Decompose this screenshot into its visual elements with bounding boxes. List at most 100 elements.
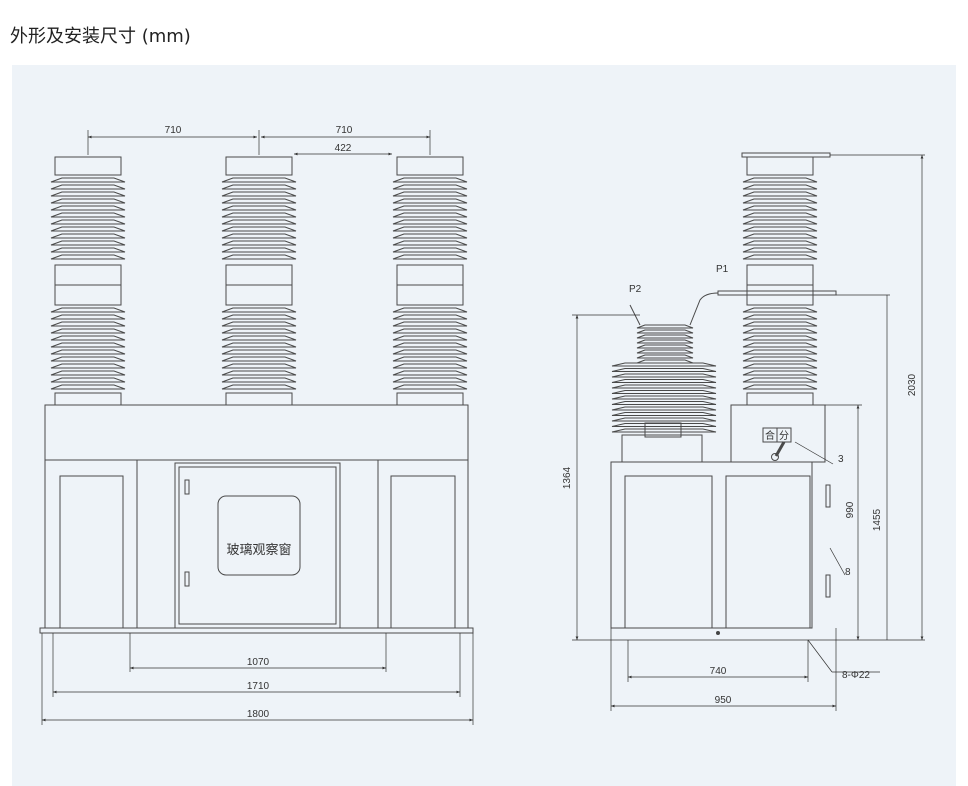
- insulator-shed: [742, 247, 818, 253]
- label-p2: P2: [629, 284, 642, 295]
- ct-shed: [636, 339, 694, 344]
- ct-shed: [636, 344, 694, 349]
- ct-shed: [636, 354, 694, 359]
- label-p1: P1: [716, 264, 729, 275]
- dim-710-right: 710: [336, 125, 353, 136]
- insulator-shed: [392, 349, 468, 355]
- insulator-shed: [50, 240, 126, 246]
- open-label: 分: [779, 430, 789, 442]
- insulator-shed: [392, 384, 468, 390]
- insulator-columns: [50, 156, 818, 406]
- insulator-shed: [742, 307, 818, 313]
- insulator-shed: [221, 198, 297, 204]
- callout-8: 8: [845, 567, 851, 578]
- insulator-shed: [392, 219, 468, 225]
- insulator-shed: [221, 205, 297, 211]
- dim-740: 740: [710, 666, 727, 677]
- close-label: 合: [765, 429, 775, 442]
- insulator-shed: [742, 240, 818, 246]
- ct-shed: [611, 423, 717, 427]
- callout-3: 3: [838, 454, 844, 465]
- insulator-shed: [742, 328, 818, 334]
- insulator-shed: [392, 212, 468, 218]
- insulator-shed: [742, 184, 818, 190]
- insulator-shed: [50, 321, 126, 327]
- insulator-shed: [392, 191, 468, 197]
- callout-holes: 8-Φ22: [842, 670, 870, 681]
- dim-1800: 1800: [247, 709, 270, 720]
- insulator-shed: [221, 184, 297, 190]
- window-label: 玻璃观察窗: [226, 542, 291, 558]
- front-dimensions: 710 710 422 1070 1710 1800: [41, 125, 474, 725]
- insulator-shed: [50, 384, 126, 390]
- insulator-shed: [221, 233, 297, 239]
- insulator-shed: [742, 342, 818, 348]
- insulator-shed: [742, 205, 818, 211]
- insulator-shed: [221, 349, 297, 355]
- ct-shed: [611, 373, 717, 378]
- insulator-shed: [742, 335, 818, 341]
- insulator-shed: [50, 307, 126, 313]
- insulator-shed: [742, 370, 818, 376]
- insulator-shed: [221, 314, 297, 320]
- ct-shed: [636, 324, 694, 329]
- insulator-shed: [392, 205, 468, 211]
- insulator-shed: [221, 342, 297, 348]
- insulator-shed: [50, 356, 126, 362]
- cabinet: [44, 459, 469, 629]
- insulator-shed: [392, 307, 468, 313]
- insulator-shed: [392, 342, 468, 348]
- insulator-shed: [742, 219, 818, 225]
- ct-shed: [611, 379, 717, 383]
- current-transformer: [611, 324, 717, 433]
- bottom-flange: [746, 392, 814, 406]
- insulator-shed: [742, 254, 818, 260]
- insulator-shed: [742, 377, 818, 383]
- insulator-shed: [392, 240, 468, 246]
- insulator-shed: [392, 363, 468, 369]
- insulator-shed: [221, 240, 297, 246]
- top-flange: [54, 156, 122, 176]
- insulator-shed: [221, 177, 297, 183]
- top-flange: [396, 156, 464, 176]
- insulator-shed: [392, 377, 468, 383]
- dim-2030: 2030: [907, 373, 918, 396]
- insulator-shed: [221, 254, 297, 260]
- ct-base: [621, 434, 703, 463]
- ct-shed: [611, 417, 717, 422]
- ct-shed: [611, 384, 717, 389]
- dim-1710: 1710: [247, 681, 270, 692]
- base-frame: [39, 627, 474, 634]
- insulator-shed: [221, 212, 297, 218]
- insulator-shed: [392, 356, 468, 362]
- insulator-shed: [221, 226, 297, 232]
- insulator-shed: [221, 384, 297, 390]
- insulator-shed: [392, 314, 468, 320]
- ct-shed: [636, 329, 694, 334]
- insulator-shed: [392, 321, 468, 327]
- insulator-shed: [221, 219, 297, 225]
- dim-422: 422: [335, 143, 352, 154]
- ct-shed: [636, 349, 694, 354]
- insulator-shed: [392, 233, 468, 239]
- dim-1364: 1364: [562, 466, 573, 489]
- insulator-shed: [742, 198, 818, 204]
- insulator-shed: [50, 349, 126, 355]
- insulator-shed: [50, 363, 126, 369]
- insulator-shed: [392, 328, 468, 334]
- operating-handle-icon[interactable]: [771, 453, 779, 461]
- bottom-flange: [54, 392, 122, 406]
- insulator-shed: [742, 349, 818, 355]
- insulator-shed: [221, 321, 297, 327]
- insulator-shed: [50, 247, 126, 253]
- insulator-shed: [392, 370, 468, 376]
- insulator-shed: [742, 356, 818, 362]
- dim-1070: 1070: [247, 657, 270, 668]
- ct-shed: [611, 390, 717, 394]
- page-title: 外形及安装尺寸 (mm): [10, 26, 191, 47]
- insulator-shed: [221, 363, 297, 369]
- dim-710-left: 710: [165, 125, 182, 136]
- ct-shed: [611, 412, 717, 416]
- insulator-shed: [221, 328, 297, 334]
